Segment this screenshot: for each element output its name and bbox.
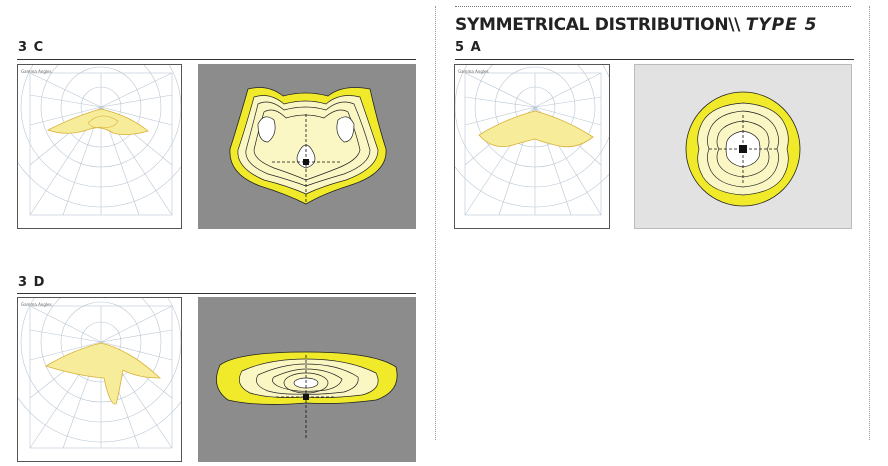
polar-caption: Gamma Angles: [458, 69, 489, 74]
panel-rule-5a: [455, 59, 854, 60]
column-divider: [435, 6, 436, 440]
polar-chart-3c: Gamma Angles: [17, 64, 182, 229]
isolux-chart-3c: [198, 64, 416, 229]
panel-label-3d: 3 D: [18, 275, 46, 290]
heading-main: SYMMETRICAL DISTRIBUTION\\: [455, 15, 741, 35]
polar-grid: [18, 65, 181, 216]
light-distribution-curve: [478, 110, 594, 148]
light-distribution-curve: [45, 342, 162, 405]
polar-caption: Gamma Angles: [21, 69, 52, 74]
panel-rule-3c: [17, 59, 416, 60]
isolux-chart-5a: [634, 64, 852, 229]
panel-label-5a: 5 A: [455, 40, 482, 55]
right-margin-divider: [869, 6, 870, 440]
panel-rule-3d: [17, 293, 416, 294]
top-dotted-rule: [455, 6, 851, 7]
isolux-chart-3d: [198, 297, 416, 462]
panel-label-3c: 3 C: [18, 40, 45, 55]
polar-caption: Gamma Angles: [21, 302, 52, 307]
polar-chart-3d: Gamma Angles: [17, 297, 182, 462]
page-heading: SYMMETRICAL DISTRIBUTION\\ TYPE 5: [455, 15, 817, 35]
polar-chart-5a: Gamma Angles: [454, 64, 610, 229]
heading-type: TYPE 5: [745, 15, 818, 35]
